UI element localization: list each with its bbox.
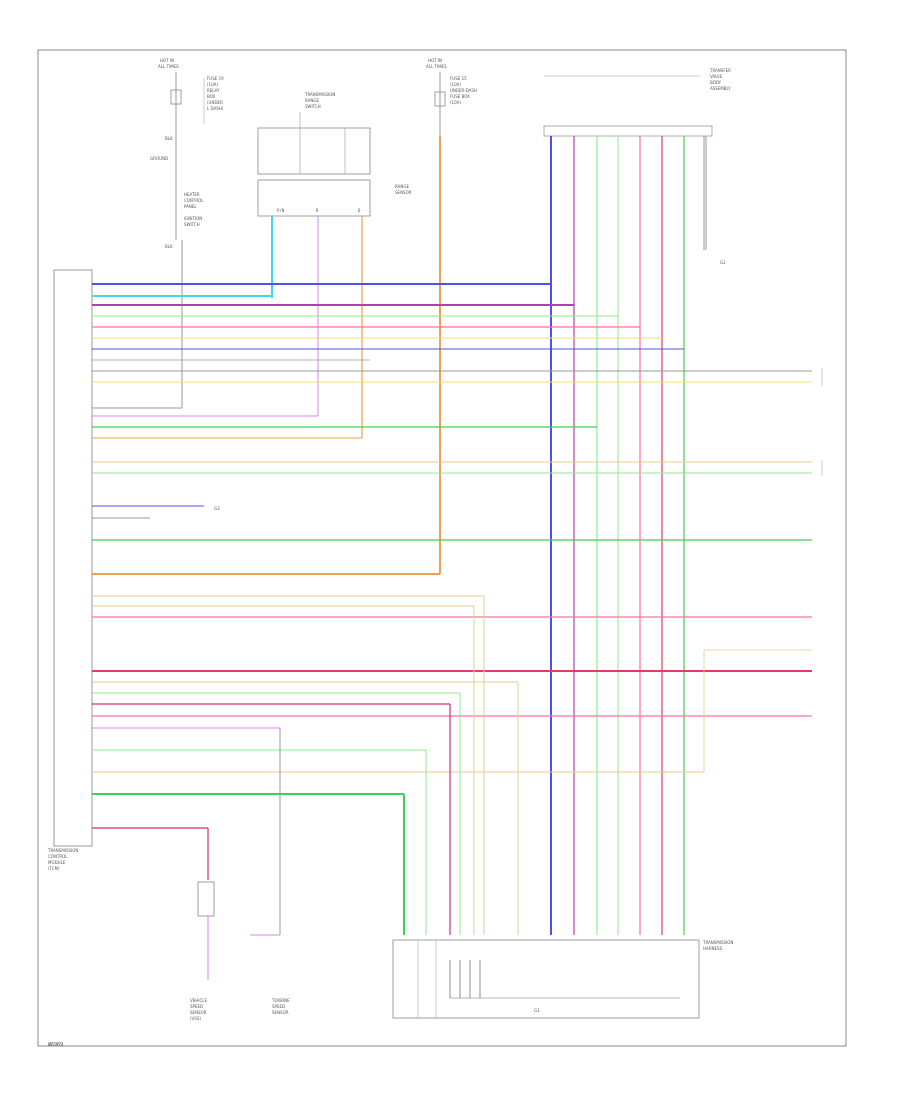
connector-right-top-label: TRANSFER xyxy=(709,68,731,73)
svg-text:BODY: BODY xyxy=(710,80,722,85)
tcm-left-bottom-label: VEHICLE xyxy=(190,998,207,1003)
svg-text:BLK: BLK xyxy=(165,244,173,249)
svg-text:SENSOR: SENSOR xyxy=(272,1010,289,1015)
fuse-left-label: FUSE 19 xyxy=(207,76,224,81)
svg-text:BOX: BOX xyxy=(207,94,216,99)
svg-text:GROUND: GROUND xyxy=(150,156,168,161)
svg-text:(10A): (10A) xyxy=(450,82,461,87)
svg-text:RANGE: RANGE xyxy=(305,98,319,103)
svg-text:(UNDER: (UNDER xyxy=(207,100,223,105)
svg-text:CONTROL: CONTROL xyxy=(184,198,204,203)
sensor-bottom-middle-label: TURBINE xyxy=(271,998,290,1003)
svg-text:HARNESS: HARNESS xyxy=(703,946,723,951)
svg-text:MODULE: MODULE xyxy=(48,860,66,865)
svg-text:RELAY: RELAY xyxy=(207,88,220,93)
svg-text:CONTROL: CONTROL xyxy=(48,854,68,859)
tcm-block xyxy=(53,269,93,847)
svg-text:(VSS): (VSS) xyxy=(190,1016,201,1021)
svg-text:FUSE BOX: FUSE BOX xyxy=(450,94,470,99)
svg-text:BLK: BLK xyxy=(165,136,173,141)
fuse-left xyxy=(170,89,182,105)
ground-right-label: G2 xyxy=(720,260,726,265)
diagram-frame xyxy=(37,49,847,1047)
svg-text:SPEED: SPEED xyxy=(190,1004,203,1009)
svg-text:VALVE: VALVE xyxy=(710,74,723,79)
svg-text:SWITCH: SWITCH xyxy=(305,104,321,109)
ground-bottom-label: G1 xyxy=(534,1008,540,1013)
svg-text:(10A): (10A) xyxy=(207,82,218,87)
svg-text:L DASH): L DASH) xyxy=(207,106,224,111)
svg-text:HEATER: HEATER xyxy=(184,192,200,197)
svg-text:UNDER-DASH: UNDER-DASH xyxy=(450,88,477,93)
svg-text:ALL TIMES: ALL TIMES xyxy=(426,64,447,69)
svg-text:SPEED: SPEED xyxy=(272,1004,285,1009)
svg-text:R: R xyxy=(316,208,319,213)
svg-text:TRANSMISSION: TRANSMISSION xyxy=(304,92,335,97)
svg-text:ASSEMBLY: ASSEMBLY xyxy=(710,86,731,91)
svg-text:HOT IN: HOT IN xyxy=(160,58,174,63)
svg-text:SENSOR: SENSOR xyxy=(190,1010,207,1015)
bottom-connector xyxy=(392,939,700,1019)
fuse-right xyxy=(434,91,446,107)
svg-text:ALL TIMES: ALL TIMES xyxy=(158,64,179,69)
svg-text:(TCM): (TCM) xyxy=(48,866,60,871)
range-switch-block xyxy=(257,127,371,175)
svg-text:P/N: P/N xyxy=(277,208,285,213)
range-sensor-label: RANGE xyxy=(395,184,409,189)
svg-text:HOT IN: HOT IN xyxy=(428,58,442,63)
diagram-code: W6969 xyxy=(48,1042,64,1048)
vss-connector xyxy=(197,881,215,917)
connector-bottom-right-label: TRANSMISSION xyxy=(702,940,733,945)
svg-text:PANEL: PANEL xyxy=(184,204,197,209)
fuse-right-label: FUSE 15 xyxy=(450,76,467,81)
svg-text:(10A): (10A) xyxy=(450,100,461,105)
svg-text:SENSOR: SENSOR xyxy=(395,190,412,195)
svg-text:D: D xyxy=(358,208,361,213)
ground-middle-label: G3 xyxy=(214,506,220,511)
svg-text:IGNITION: IGNITION xyxy=(184,216,202,221)
svg-text:SWITCH: SWITCH xyxy=(184,222,200,227)
tcm-label: TRANSMISSION xyxy=(47,848,78,853)
